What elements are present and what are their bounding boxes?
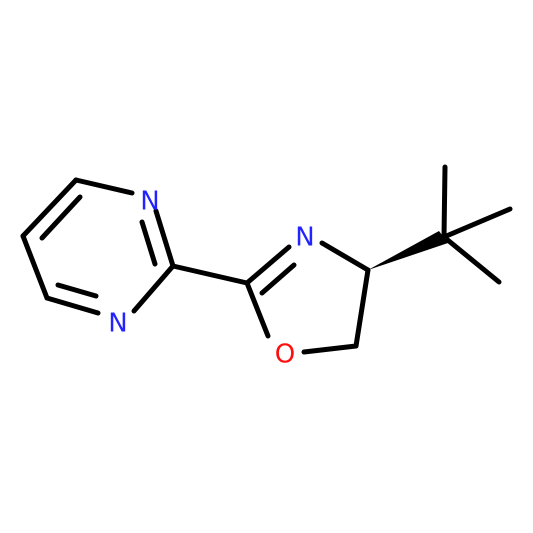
bond-c6-n1-inner: [55, 282, 99, 299]
bond-c2-n3: [153, 208, 176, 269]
bond-n3-c4: [73, 177, 135, 196]
bond-methyl-bottom: [441, 234, 502, 285]
oxazoline-ring: [244, 240, 371, 355]
bond-c2-n-double-inner: [259, 262, 297, 296]
atom-label-oxazoline-o: O: [275, 340, 295, 370]
bond-c2-n-double: [244, 244, 292, 286]
bond-methyl-top: [441, 164, 448, 240]
bond-methyl-right: [441, 206, 513, 240]
atom-label-oxazoline-n: N: [295, 223, 314, 253]
bond-n1-c2: [131, 263, 176, 314]
bond-o-c2: [244, 280, 271, 339]
bond-c5-o: [301, 343, 359, 355]
tert-butyl-group: [441, 164, 513, 285]
bond-c5-c6: [20, 233, 50, 301]
bond-pyrimidine-oxazoline: [170, 263, 250, 286]
bond-c4-c5: [353, 267, 371, 349]
bond-c4-c5: [20, 177, 79, 239]
atom-label-n1: N: [108, 309, 127, 339]
pyrimidine-ring: [20, 177, 176, 316]
atom-label-n3: N: [140, 187, 159, 217]
wedge-bond-stereocenter: [368, 231, 448, 270]
bond-c4-c5-inner: [39, 194, 83, 241]
bond-c6-n1: [44, 295, 101, 316]
bond-c2-n3-inner: [139, 219, 158, 267]
bond-n-c4: [319, 240, 371, 273]
